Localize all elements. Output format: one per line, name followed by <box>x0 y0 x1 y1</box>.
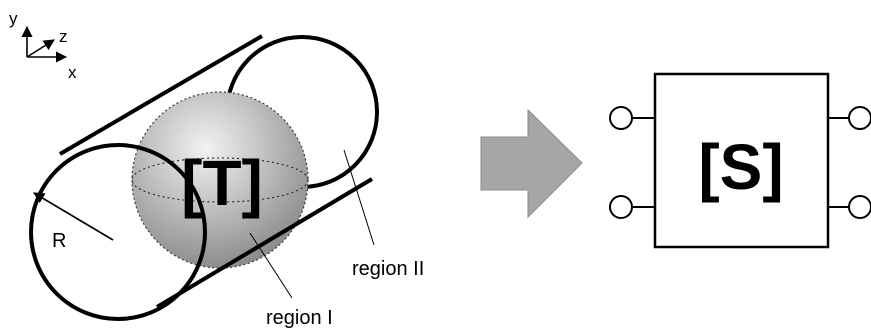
region-1-label: region I <box>266 307 333 329</box>
x-axis-label: x <box>68 63 77 82</box>
port-right-top-terminal <box>848 106 871 130</box>
z-axis-label: z <box>59 27 68 46</box>
radius-arrow <box>33 192 114 241</box>
region-1-leader <box>249 232 293 299</box>
z-axis-arrow <box>26 39 55 58</box>
sphere-equator <box>131 157 309 203</box>
cylinder-front-end <box>29 143 207 321</box>
network-box <box>653 72 830 249</box>
port-right-bottom-terminal <box>848 195 871 219</box>
region-2-label: region II <box>352 258 424 280</box>
network-label: [S] <box>698 131 783 203</box>
coordinate-axes: y z x <box>9 9 77 82</box>
sphere-label: [T] <box>181 147 263 219</box>
cylinder-figure: R [T] region I region II <box>29 34 424 329</box>
cylinder-top-edge <box>58 34 264 156</box>
port-left-bottom-terminal <box>609 195 633 219</box>
region-2-leader <box>343 149 375 246</box>
transform-arrow <box>480 108 583 219</box>
port-left-top-terminal <box>609 106 633 130</box>
radius-label: R <box>52 230 66 252</box>
y-axis-label: y <box>9 9 18 28</box>
cylinder-bottom-edge <box>155 177 374 309</box>
network-box-group: [S] <box>609 72 871 249</box>
